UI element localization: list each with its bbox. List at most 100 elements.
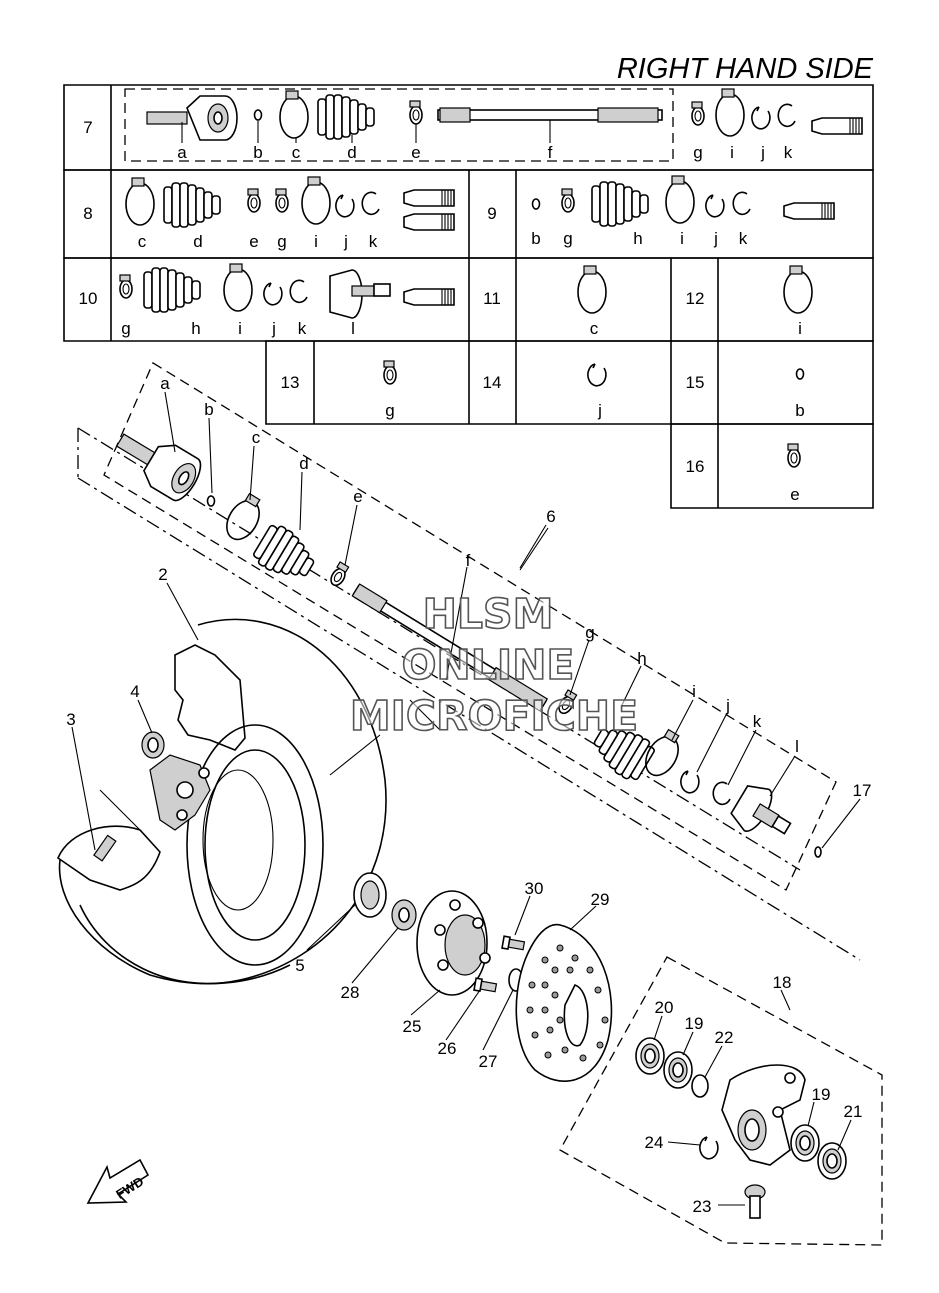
row-8-label-g: g [277, 232, 286, 251]
shaft-leaders [164, 391, 861, 849]
row-7-label-b: b [253, 143, 262, 162]
callout-f: f [466, 551, 471, 570]
row-7-label-i: i [730, 143, 734, 162]
cell-11-number: 11 [483, 289, 501, 308]
row-7-label-j: j [760, 143, 765, 162]
callout-i: i [692, 682, 696, 701]
callout-3: 3 [66, 710, 75, 729]
callout-j: j [725, 696, 730, 715]
drive-shaft-group-outline [103, 362, 837, 891]
row-7-label-e: e [411, 143, 420, 162]
callout-k: k [753, 712, 762, 731]
oil-seal [353, 872, 387, 918]
row-7-label-k: k [784, 143, 793, 162]
row-8-label-c: c [138, 232, 147, 251]
row-8-label-e: e [249, 232, 258, 251]
callout-27: 27 [479, 1052, 498, 1071]
row-7-label-c: c [292, 143, 301, 162]
row-10-label-l: l [351, 319, 355, 338]
callout-17: 17 [853, 781, 872, 800]
row-9-parts [531, 175, 835, 227]
row-8-label-j: j [343, 232, 348, 251]
callout-c: c [252, 428, 261, 447]
steering-knuckle [721, 1064, 806, 1166]
callout-20: 20 [655, 998, 674, 1017]
callout-b: b [204, 400, 213, 419]
callout-25: 25 [403, 1017, 422, 1036]
callout-18: 18 [773, 973, 792, 992]
row-7-number: 7 [83, 118, 92, 137]
callout-22: 22 [715, 1028, 734, 1047]
callout-26: 26 [438, 1039, 457, 1058]
lug-nut [141, 731, 165, 759]
row-7-label-f: f [548, 143, 553, 162]
callout-d: d [299, 454, 308, 473]
callout-e: e [353, 487, 362, 506]
forward-arrow-icon: FWD [86, 1158, 150, 1204]
row-7-label-d: d [347, 143, 356, 162]
row-10-label-j: j [271, 319, 276, 338]
callout-28: 28 [341, 983, 360, 1002]
callout-29: 29 [591, 890, 610, 909]
spacer [691, 1074, 709, 1098]
part-leaders [71, 524, 852, 1206]
callout-24: 24 [645, 1133, 664, 1152]
page-title: RIGHT HAND SIDE [617, 53, 874, 85]
callout-19-a: 19 [685, 1014, 704, 1033]
watermark-line-1: HLSM [423, 590, 554, 638]
row-9-label-h: h [633, 229, 642, 248]
callout-19-b: 19 [812, 1085, 831, 1104]
row-9-number: 9 [487, 204, 496, 223]
row-10-label-k: k [298, 319, 307, 338]
callout-23: 23 [693, 1197, 712, 1216]
snap-ring-24 [699, 1136, 719, 1160]
wheel-assembly [57, 618, 387, 985]
drive-shaft-parts [115, 433, 822, 858]
cell-11-label: c [590, 319, 599, 338]
callout-6: 6 [546, 507, 555, 526]
watermark-line-2: ONLINE [402, 641, 575, 689]
cell-14-label: j [597, 401, 602, 420]
row-10-label-g: g [121, 319, 130, 338]
row-9-label-b: b [531, 229, 540, 248]
parts-table [63, 84, 874, 509]
callout-30: 30 [525, 879, 544, 898]
row-10-number: 10 [79, 289, 98, 308]
row-7-label-g: g [693, 143, 702, 162]
cell-15-number: 15 [686, 373, 705, 392]
cell-13-number: 13 [281, 373, 300, 392]
row-7-leaders [181, 120, 551, 143]
callout-a: a [160, 374, 170, 393]
callout-h: h [637, 649, 646, 668]
hub-nut [391, 899, 417, 931]
row-10-label-h: h [191, 319, 200, 338]
row-8-parts [125, 176, 455, 231]
cell-16-number: 16 [686, 457, 705, 476]
callout-4: 4 [130, 682, 139, 701]
wheel-hub [416, 890, 491, 996]
callout-21: 21 [844, 1102, 863, 1121]
row-9-label-i: i [680, 229, 684, 248]
row-8-label-i: i [314, 232, 318, 251]
disc-bolt [501, 935, 526, 951]
cell-13-label: g [385, 401, 394, 420]
row-10-label-i: i [238, 319, 242, 338]
ball-joint [744, 1184, 766, 1219]
row-9-label-j: j [713, 229, 718, 248]
row-8-label-k: k [369, 232, 378, 251]
cell-12-number: 12 [686, 289, 705, 308]
row-8-number: 8 [83, 204, 92, 223]
cell-12-label: i [798, 319, 802, 338]
row-9-label-g: g [563, 229, 572, 248]
cell-16-label: e [790, 485, 799, 504]
row-7-parts [146, 88, 863, 141]
hub-bolt [473, 977, 498, 993]
callout-g: g [585, 623, 594, 642]
brake-disc [515, 923, 613, 1082]
row-7-label-a: a [177, 143, 187, 162]
callout-5: 5 [295, 956, 304, 975]
row-9-label-k: k [739, 229, 748, 248]
cell-15-label: b [795, 401, 804, 420]
valve-stem [93, 834, 117, 862]
